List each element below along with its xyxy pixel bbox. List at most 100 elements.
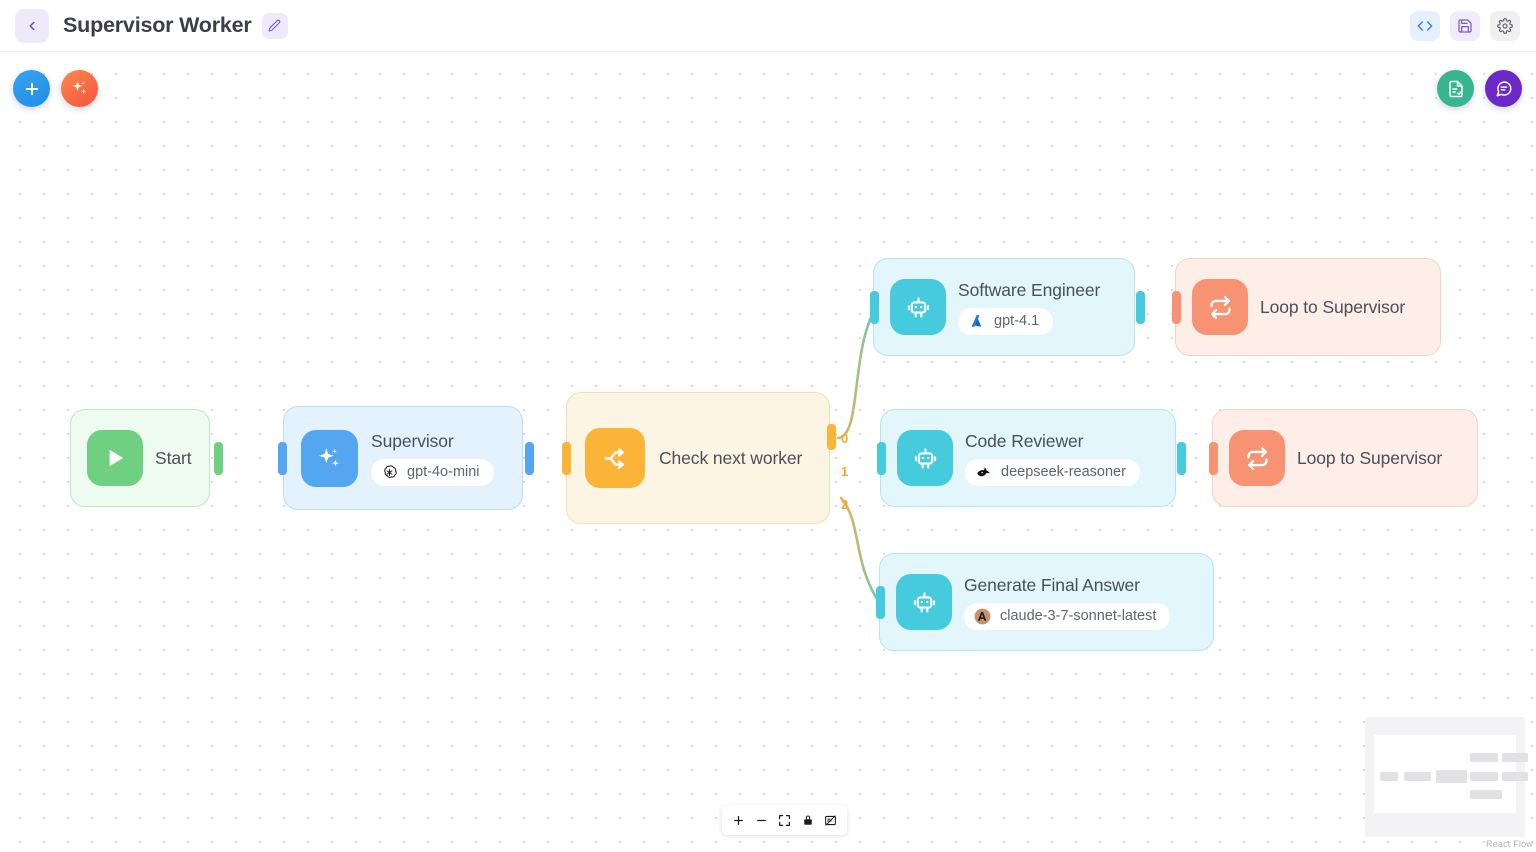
node-icon-loop [1229,430,1285,486]
toggle-interactivity-button[interactable] [820,808,841,832]
model-name: gpt-4.1 [994,313,1040,329]
edge-label-2: 2 [841,497,849,512]
model-badge[interactable]: gpt-4o-mini [371,458,494,486]
save-button[interactable] [1450,10,1480,41]
document-check-icon [1448,80,1463,97]
zoom-out-button[interactable] [751,808,772,832]
handle-supervisor-target[interactable] [278,442,287,475]
minimap-viewport[interactable] [1374,735,1528,813]
handle-code-reviewer-source[interactable] [1177,442,1186,475]
fit-screen-icon [779,814,790,826]
loop-icon [1209,295,1231,319]
lock-button[interactable] [797,808,818,832]
gear-icon [1497,17,1513,34]
deepseek-logo [974,463,993,482]
minimap-node [1470,790,1502,799]
page-title: Supervisor Worker [63,13,252,37]
node-icon-loop [1192,279,1248,335]
handle-check-source-0[interactable] [827,424,836,450]
plus-icon [25,82,38,95]
node-icon-robot [890,279,946,335]
sparkles-icon [318,447,339,466]
node-loop-to-supervisor-1[interactable]: Loop to Supervisor [1175,258,1441,356]
node-title: Supervisor [371,430,454,451]
node-icon-play [87,430,143,486]
minimap-toggle-icon [825,814,836,826]
node-supervisor[interactable]: Supervisor gpt-4o-mini [283,406,523,510]
handle-software-engineer-target[interactable] [870,291,879,324]
node-loop-to-supervisor-2[interactable]: Loop to Supervisor [1212,409,1478,507]
header-actions [1410,10,1520,41]
branch-split-icon [604,447,624,469]
app-header: Supervisor Worker [0,0,1536,52]
chat-bubble-icon [1496,80,1512,96]
node-generate-final-answer[interactable]: Generate Final Answer claude-3-7-sonnet-… [879,553,1214,651]
model-badge[interactable]: deepseek-reasoner [965,458,1140,486]
model-badge[interactable]: gpt-4.1 [958,307,1054,335]
node-icon-branch [585,428,645,488]
code-brackets-icon [1417,20,1433,31]
fit-view-button[interactable] [774,808,795,832]
flow-canvas[interactable]: Start Supervisor [0,52,1536,852]
node-icon-sparkles [301,429,358,487]
minimap-node [1404,772,1431,781]
node-title: Software Engineer [958,279,1101,300]
node-software-engineer[interactable]: Software Engineer gpt-4.1 [873,258,1135,356]
floppy-disk-icon [1458,18,1472,33]
report-button[interactable] [1437,70,1474,107]
handle-start-source[interactable] [214,442,223,475]
edge-label-0: 0 [841,431,849,446]
sparkles-icon [72,80,87,95]
minimap-node [1436,770,1467,783]
robot-icon [907,296,929,318]
node-title: Loop to Supervisor [1260,296,1406,317]
openai-logo [380,463,399,482]
node-start[interactable]: Start [70,409,210,507]
node-title: Generate Final Answer [964,574,1140,595]
node-check-next-worker[interactable]: Check next worker [566,392,830,524]
react-flow-attribution[interactable]: React Flow [1486,839,1534,849]
handle-generate-final-answer-target[interactable] [876,586,885,619]
minimap-node [1502,753,1528,762]
pencil-icon [268,19,281,32]
azure-logo [967,312,986,331]
model-name: deepseek-reasoner [1001,464,1126,480]
edge-check-generate-final-answer [839,496,882,606]
node-icon-robot [897,430,953,486]
settings-button[interactable] [1490,10,1520,41]
model-badge[interactable]: claude-3-7-sonnet-latest [964,602,1171,630]
plus-icon [734,815,743,825]
node-icon-robot [896,574,952,630]
handle-loop-2-target[interactable] [1209,442,1218,475]
edge-check-software-engineer [836,305,878,440]
zoom-in-button[interactable] [728,808,749,832]
minimap[interactable] [1365,717,1528,837]
chevron-left-icon [29,21,35,30]
ai-assist-button[interactable] [61,70,98,107]
minus-icon [757,819,766,821]
robot-icon [913,591,935,613]
minimap-node [1502,772,1528,781]
lock-icon [803,815,812,825]
chat-button[interactable] [1485,70,1522,107]
back-button[interactable] [15,8,49,43]
handle-code-reviewer-target[interactable] [877,442,886,475]
edit-title-button[interactable] [261,12,288,39]
robot-icon [914,447,936,469]
handle-software-engineer-source[interactable] [1136,291,1145,324]
model-name: claude-3-7-sonnet-latest [1000,608,1157,624]
handle-loop-1-target[interactable] [1172,291,1181,324]
anthropic-logo [973,607,992,626]
add-node-button[interactable] [13,70,50,107]
edge-label-1: 1 [841,464,849,479]
handle-supervisor-source[interactable] [525,442,534,475]
handle-check-target[interactable] [562,442,571,475]
minimap-node [1470,772,1498,781]
node-title: Start [155,447,192,468]
node-title: Code Reviewer [965,430,1084,451]
node-code-reviewer[interactable]: Code Reviewer deepseek-reasoner [880,409,1176,507]
minimap-node [1470,753,1498,762]
loop-icon [1246,446,1268,470]
view-code-button[interactable] [1410,10,1440,41]
